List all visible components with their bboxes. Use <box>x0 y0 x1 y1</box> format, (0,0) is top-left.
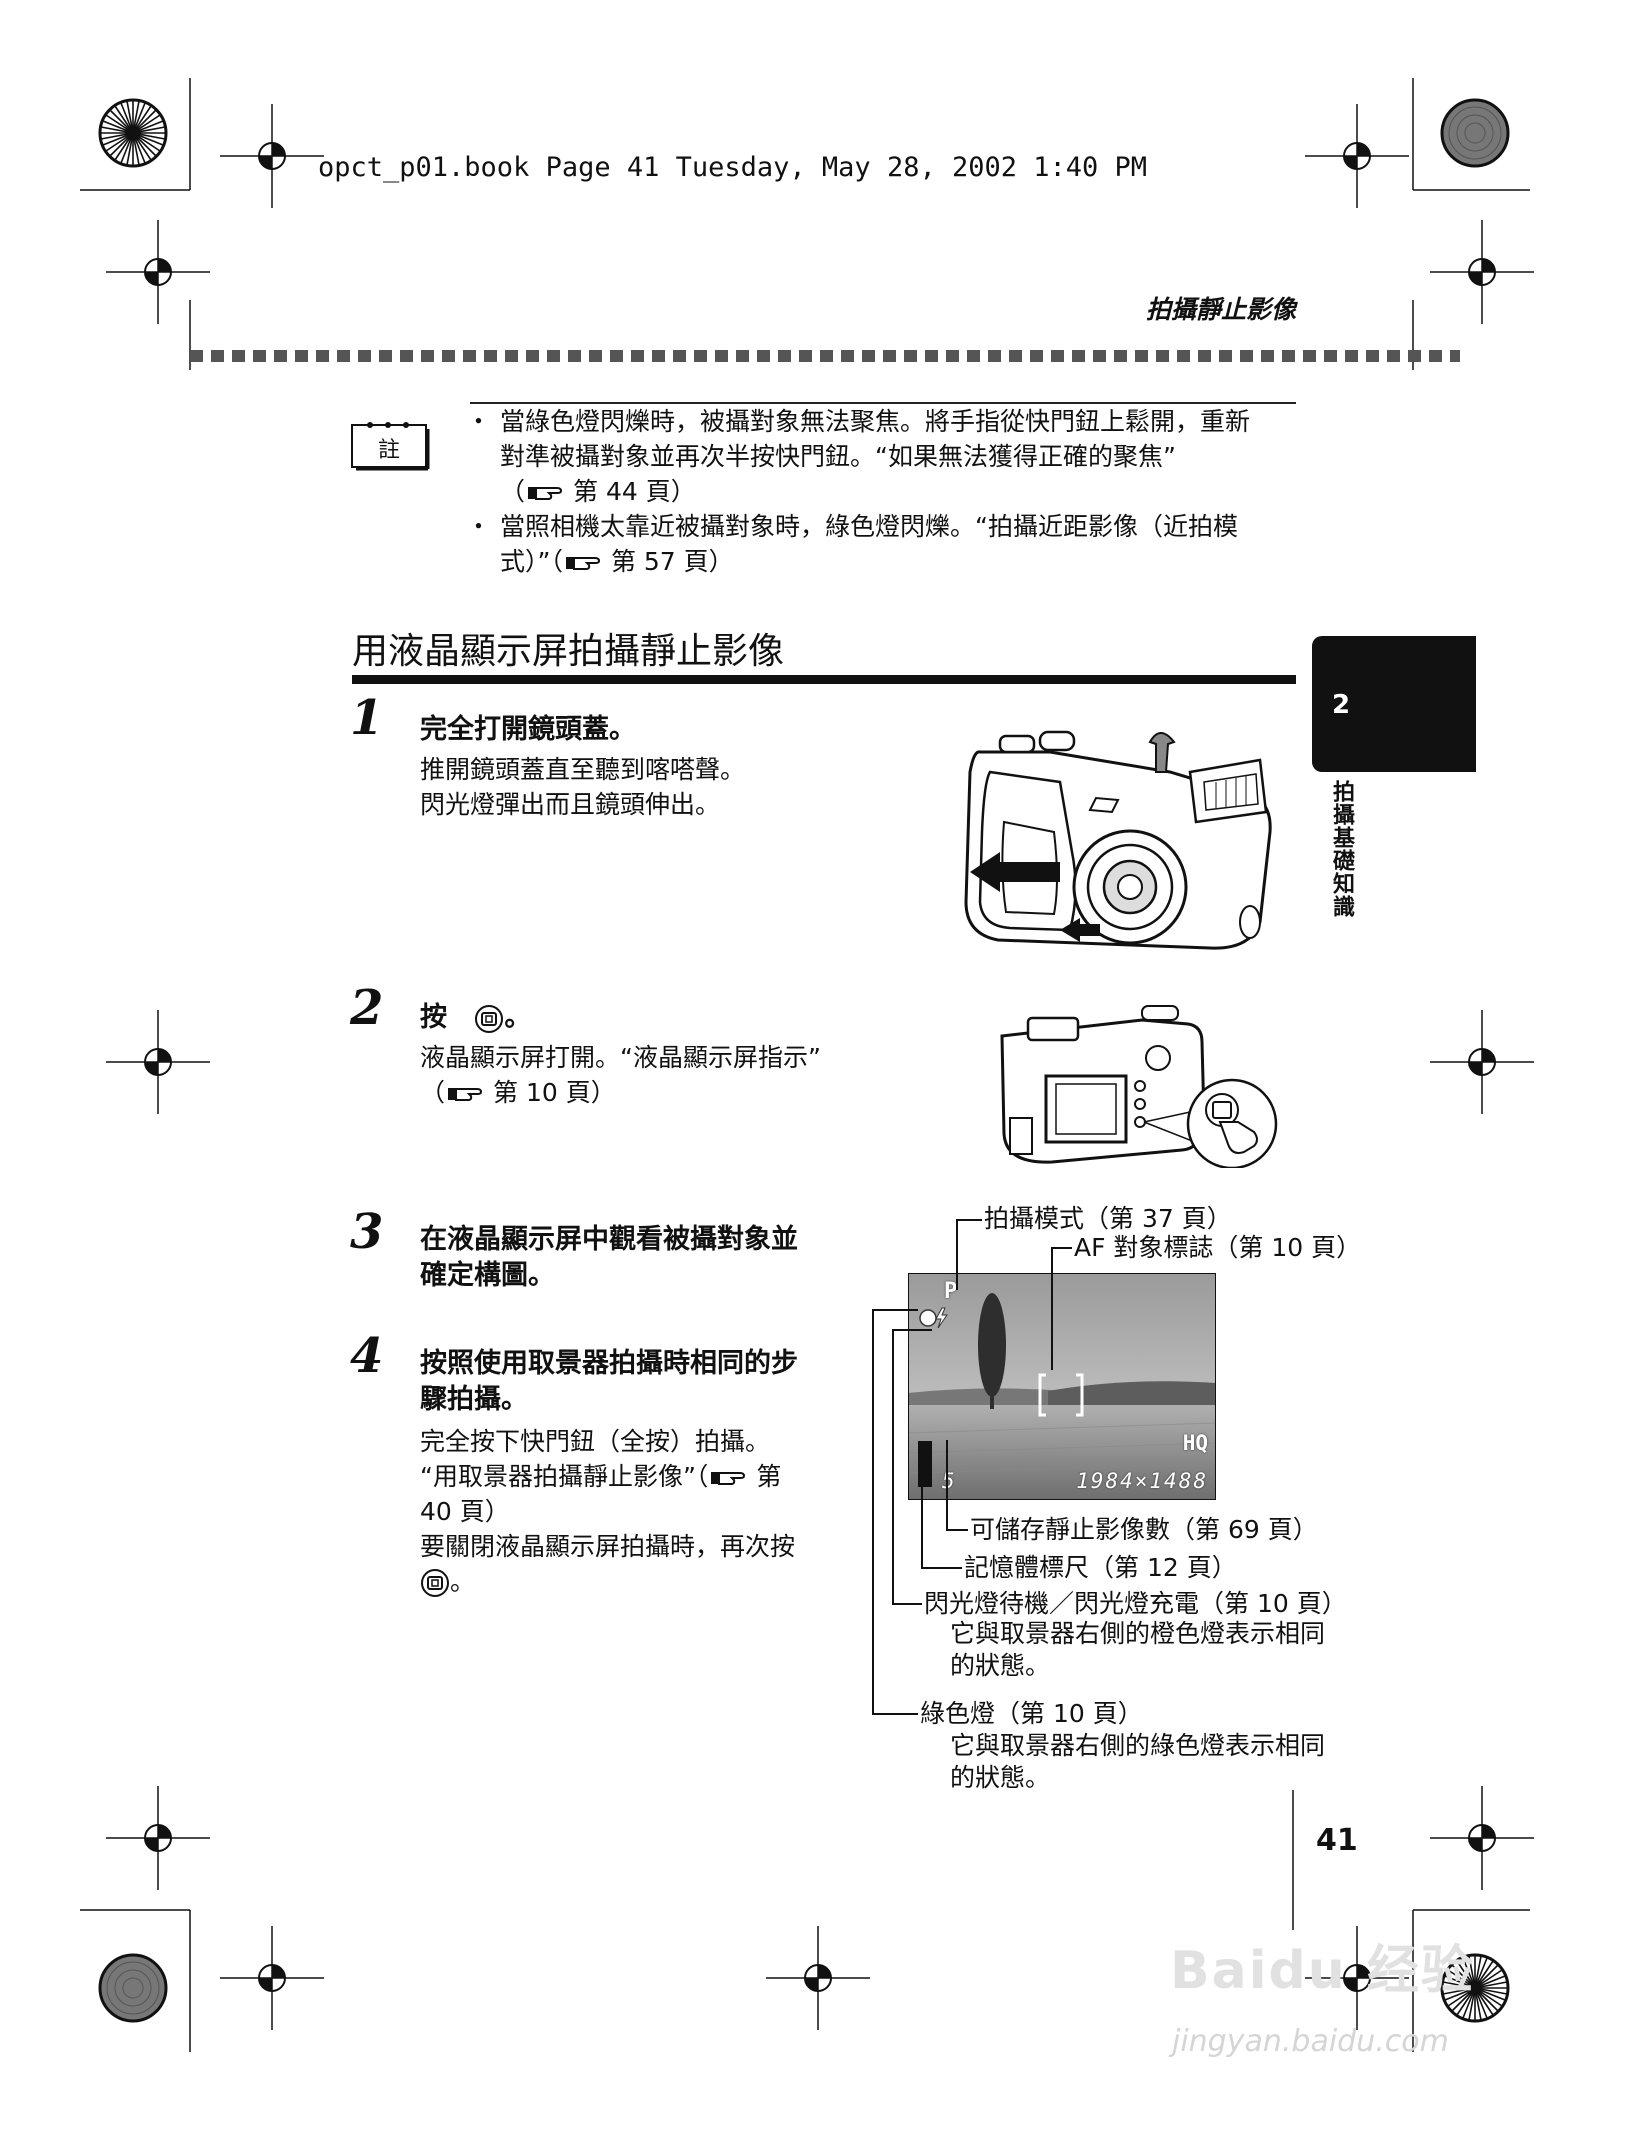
dotted-rule <box>190 350 1460 362</box>
memory-gauge <box>918 1441 932 1487</box>
camera-front-illustration <box>964 730 1272 950</box>
callout-memory-gauge: 記憶體標尺（第 12 頁） <box>964 1553 1237 1582</box>
step-4-title: 按照使用取景器拍攝時相同的步 驟拍攝。 <box>420 1348 798 1415</box>
chapter-number: 2 <box>1332 690 1351 720</box>
step-2-title: 按 。 <box>420 1002 532 1033</box>
section-rule <box>352 675 1296 684</box>
note-rule <box>470 402 1296 404</box>
step-3-title: 在液晶顯示屏中觀看被攝對象並 確定構圖。 <box>420 1224 798 1291</box>
note-list: 當綠色燈閃爍時，被攝對象無法聚焦。將手指從快門鈕上鬆開，重新 對準被攝對象並再次… <box>466 404 1296 579</box>
step-1-body: 推開鏡頭蓋直至聽到喀嗒聲。 閃光燈彈出而且鏡頭伸出。 <box>420 755 746 819</box>
step-1-title: 完全打開鏡頭蓋。 <box>420 714 636 745</box>
watermark: Baidu 经验 <box>1170 1941 1475 2001</box>
step-2-number: 2 <box>350 980 384 1036</box>
pointing-hand-icon <box>448 1088 483 1101</box>
camera-back-illustration <box>1000 1005 1278 1168</box>
callout-af-mark: AF 對象標誌（第 10 頁） <box>1074 1233 1362 1262</box>
screen-mode: P <box>944 1279 958 1304</box>
screen-resolution: 1984×1488 <box>1076 1469 1208 1493</box>
af-target-mark <box>1038 1373 1084 1417</box>
step-2-body: 液晶顯示屏打開。“液晶顯示屏指示” （第 10 頁） <box>420 1043 821 1107</box>
step-1-number: 1 <box>350 690 384 746</box>
callout-flash-desc: 它與取景器右側的橙色燈表示相同 的狀態。 <box>950 1619 1326 1680</box>
section-title: 用液晶顯示屏拍攝靜止影像 <box>352 631 785 672</box>
note-bullet-2: 當照相機太靠近被攝對象時，綠色燈閃爍。“拍攝近距影像（近拍模 式）”（第 57 … <box>466 509 1296 579</box>
step-3-number: 3 <box>350 1204 384 1260</box>
callout-shooting-mode: 拍攝模式（第 37 頁） <box>984 1204 1232 1233</box>
page-number: 41 <box>1316 1823 1358 1858</box>
step-4-number: 4 <box>350 1328 384 1384</box>
callout-flash-standby: 閃光燈待機／閃光燈充電（第 10 頁） <box>924 1589 1347 1618</box>
step-4-body: 完全按下快門鈕（全按）拍攝。 “用取景器拍攝靜止影像”（第 40 頁） 要關閉液… <box>420 1427 796 1597</box>
chapter-name: 拍攝基礎知識 <box>1329 780 1354 918</box>
running-head: 拍攝靜止影像 <box>1145 295 1296 324</box>
screen-quality: HQ <box>1182 1431 1208 1455</box>
monitor-button-icon <box>421 1569 449 1597</box>
callout-green-lamp: 綠色燈（第 10 頁） <box>920 1699 1143 1728</box>
monitor-button-icon <box>475 1004 504 1033</box>
note-bullet-1: 當綠色燈閃爍時，被攝對象無法聚焦。將手指從快門鈕上鬆開，重新 對準被攝對象並再次… <box>466 404 1296 509</box>
pointing-hand-icon <box>528 487 563 500</box>
landscape-photo <box>908 1273 1216 1500</box>
book-header: opct_p01.book Page 41 Tuesday, May 28, 2… <box>318 152 1148 183</box>
note-icon-label: 註 <box>378 438 400 463</box>
callout-green-desc: 它與取景器右側的綠色燈表示相同 的狀態。 <box>950 1731 1326 1792</box>
chapter-tab <box>1312 636 1476 772</box>
note-icon: 註 <box>351 422 430 471</box>
callout-storable-images: 可儲存靜止影像數（第 69 頁） <box>970 1515 1318 1544</box>
pointing-hand-icon <box>565 557 600 570</box>
green-lamp-flash-icon <box>919 1307 948 1329</box>
watermark-url: jingyan.baidu.com <box>1172 2024 1449 2059</box>
screen-count: 5 <box>942 1469 955 1493</box>
pointing-hand-icon <box>711 1472 746 1485</box>
lcd-screen-photo: P HQ 1984×1488 5 <box>908 1273 1216 1500</box>
